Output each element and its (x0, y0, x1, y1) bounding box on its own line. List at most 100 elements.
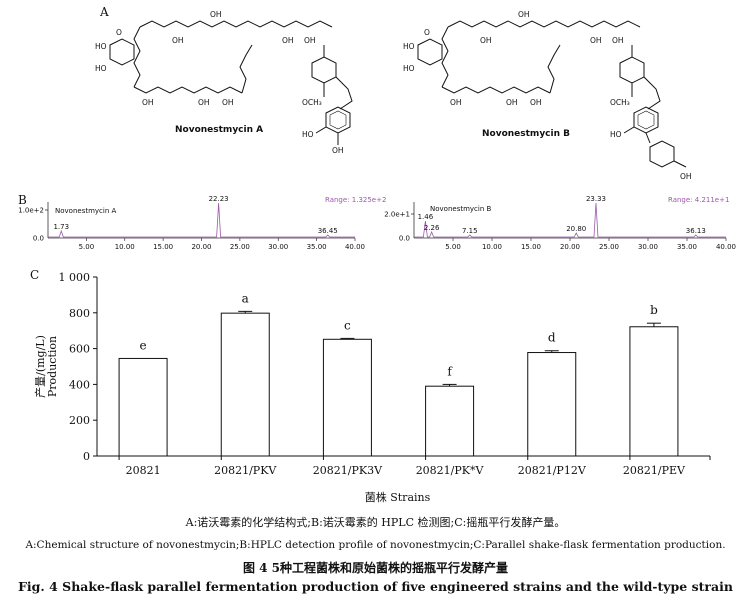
atom-label: OH (506, 98, 518, 107)
atom-label: OH (210, 10, 222, 19)
atom-label: HO (403, 42, 415, 51)
hplc-x-tick-label: 20.00 (560, 243, 580, 251)
y-tick-label: 1 000 (59, 271, 91, 284)
atom-label: OH (450, 98, 462, 107)
atom-label: OCH₃ (302, 98, 322, 107)
hplc-x-tick-label: 25.00 (230, 243, 250, 251)
y-tick-label: 400 (69, 378, 90, 391)
hplc-peak-label: 36.13 (686, 227, 706, 235)
y-tick-label: 0 (83, 450, 90, 463)
hplc-x-tick-label: 20.00 (191, 243, 211, 251)
significance-letter: b (650, 303, 658, 317)
atom-label: OH (518, 10, 530, 19)
hplc-x-tick-label: 35.00 (677, 243, 697, 251)
atom-label: OH (222, 98, 234, 107)
hplc-x-tick-label: 5.00 (445, 243, 461, 251)
panel-label-a: A (100, 5, 109, 19)
hplc-x-tick-label: 35.00 (307, 243, 327, 251)
atom-label: HO (610, 130, 622, 139)
atom-label: OH (530, 98, 542, 107)
atom-label: OH (332, 146, 344, 155)
x-tick-label: 20821/PK*V (416, 464, 485, 477)
hplc-chromatogram-b: 2.0e+1 0.0 5.00 10.00 15.00 20.00 25.00 30.00 35… (384, 195, 736, 251)
atom-label: O (116, 28, 122, 37)
atom-label: HO (95, 42, 107, 51)
hplc-peak-label: 7.15 (462, 227, 478, 235)
hplc-range-label: Range: 1.325e+2 (325, 196, 386, 204)
hplc-x-tick-label: 40.00 (345, 243, 365, 251)
atom-label: OH (480, 36, 492, 45)
hplc-sample-name: Novonestmycin B (430, 205, 491, 213)
hplc-y-zero-label: 0.0 (399, 235, 410, 243)
atom-label: HO (95, 64, 107, 73)
y-tick-label: 600 (69, 343, 90, 356)
bar (527, 352, 577, 457)
hplc-x-tick-label: 30.00 (638, 243, 658, 251)
atom-label: OH (198, 98, 210, 107)
bar (220, 312, 270, 457)
hplc-x-tick-label: 15.00 (153, 243, 173, 251)
hplc-x-tick-label: 10.00 (115, 243, 135, 251)
structure-novonestmycin-b: O HO HO OH OH OH OH OH OH OH OCH₃ HO OH (403, 10, 692, 181)
atom-label: OH (282, 36, 294, 45)
atom-label: HO (403, 64, 415, 73)
y-axis-label-cn: 产量/(mg/L) (33, 335, 47, 398)
hplc-x-tick-label: 40.00 (716, 243, 736, 251)
bar (425, 385, 475, 457)
hplc-range-label: Range: 4.211e+1 (668, 196, 729, 204)
x-axis-label: 菌株 Strains (365, 490, 431, 504)
x-tick-label: 20821/PK3V (313, 464, 383, 477)
caption-en: A:Chemical structure of novonestmycin;B:… (25, 539, 726, 551)
hplc-y-tick-label: 2.0e+1 (384, 211, 410, 219)
panel-label-b: B (18, 193, 27, 207)
x-tick-label: 20821/PEV (623, 464, 686, 477)
hplc-peak-label: 2.26 (424, 224, 440, 232)
figure-title-cn: 图 4 5种工程菌株和原始菌株的摇瓶平行发酵产量 (242, 561, 509, 575)
bar (322, 338, 372, 457)
hplc-chromatogram-a: 1.0e+2 0.0 5.00 10.00 15.00 20.00 25.00 30.00 35… (18, 195, 386, 251)
significance-letter: d (548, 331, 556, 345)
atom-label: OH (172, 36, 184, 45)
hplc-peak-label: 20.80 (566, 225, 586, 233)
hplc-peak-label: 36.45 (318, 227, 338, 235)
hplc-y-zero-label: 0.0 (33, 235, 44, 243)
hplc-peak-label: 22.23 (209, 195, 229, 203)
hplc-x-tick-label: 25.00 (599, 243, 619, 251)
hplc-trace (414, 202, 726, 238)
figure-title-en: Fig. 4 Shake-flask parallel fermentation… (18, 579, 733, 594)
atom-label: OH (680, 172, 692, 181)
hplc-x-tick-label: 15.00 (521, 243, 541, 251)
bar (629, 326, 679, 457)
atom-label: O (424, 28, 430, 37)
x-tick-label: 20821 (126, 464, 161, 477)
hplc-peak-label: 1.46 (418, 213, 434, 221)
bar (118, 357, 168, 457)
structure-novonestmycin-a: O HO HO OH OH OH OH OH OH OH OCH₃ HO OH (95, 10, 353, 155)
hplc-trace (48, 202, 355, 238)
x-tick-label: 20821/P12V (518, 464, 587, 477)
hplc-x-tick-label: 5.00 (79, 243, 95, 251)
atom-label: OCH₃ (610, 98, 630, 107)
hplc-y-tick-label: 1.0e+2 (18, 207, 44, 215)
significance-letter: c (344, 318, 351, 332)
structure-name-a: Novonestmycin A (175, 125, 264, 135)
hplc-x-tick-label: 30.00 (268, 243, 288, 251)
x-tick-label: 20821/PKV (214, 464, 277, 477)
atom-label: OH (142, 98, 154, 107)
panel-label-c: C (30, 268, 40, 282)
atom-label: OH (590, 36, 602, 45)
significance-letter: a (242, 291, 249, 305)
hplc-x-tick-label: 10.00 (482, 243, 502, 251)
atom-label: OH (612, 36, 624, 45)
hplc-sample-name: Novonestmycin A (55, 207, 116, 215)
hplc-peak-label: 1.73 (53, 223, 69, 231)
y-tick-label: 800 (69, 307, 90, 320)
atom-label: OH (304, 36, 316, 45)
y-axis-label: 产量/(mg/L)Production (33, 335, 59, 398)
caption-cn: A:诺沃霉素的化学结构式;B:诺沃霉素的 HPLC 检测图;C:摇瓶平行发酵产量… (185, 516, 566, 529)
structure-name-b: Novonestmycin B (482, 129, 571, 139)
hplc-peak-label: 23.33 (586, 195, 606, 203)
atom-label: HO (302, 130, 314, 139)
y-axis-label-en: Production (46, 336, 59, 397)
